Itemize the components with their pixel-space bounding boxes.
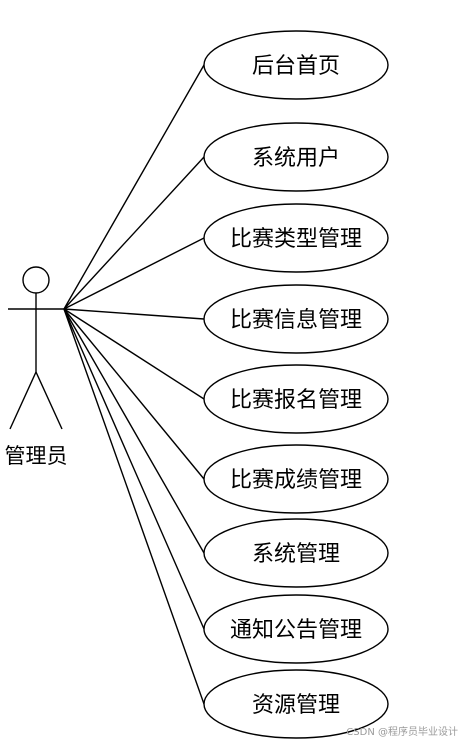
use-case: 比赛类型管理 [203, 203, 389, 273]
watermark: CSDN @程序员毕业设计 [346, 727, 458, 738]
use-case-ellipse [203, 284, 389, 354]
use-case-ellipse [203, 669, 389, 739]
actor-label: 管理员 [5, 444, 68, 468]
association-line [63, 64, 205, 310]
use-case-label: 资源管理 [252, 693, 340, 718]
use-case-label: 系统用户 [252, 146, 340, 171]
association-line [63, 308, 205, 320]
use-case-label: 比赛类型管理 [230, 227, 362, 252]
association-line [63, 308, 205, 400]
use-case-label: 比赛信息管理 [230, 308, 362, 333]
use-case: 后台首页 [203, 30, 389, 100]
use-case-label: 系统管理 [252, 542, 340, 567]
use-case: 系统用户 [203, 122, 389, 192]
use-case: 比赛报名管理 [203, 364, 389, 434]
use-case-ellipse [203, 594, 389, 664]
actor-right-leg [35, 371, 63, 430]
use-case: 比赛成绩管理 [203, 444, 389, 514]
association-line [63, 308, 205, 480]
use-case: 系统管理 [203, 518, 389, 588]
actor-admin [8, 266, 64, 430]
use-case-ellipse [203, 122, 389, 192]
use-cases: 后台首页系统用户比赛类型管理比赛信息管理比赛报名管理比赛成绩管理系统管理通知公告… [203, 30, 389, 739]
use-case-ellipse [203, 30, 389, 100]
association-line [63, 308, 205, 705]
use-case-ellipse [203, 444, 389, 514]
associations [63, 64, 205, 705]
association-line [63, 308, 205, 630]
association-line [63, 156, 205, 310]
use-case-ellipse [203, 518, 389, 588]
actor-left-leg [9, 371, 37, 430]
use-case-ellipse [203, 364, 389, 434]
use-case-label: 比赛报名管理 [230, 388, 362, 413]
association-line [63, 237, 205, 310]
use-case-label: 比赛成绩管理 [230, 468, 362, 493]
association-line [63, 308, 205, 554]
use-case-ellipse [203, 203, 389, 273]
use-case: 资源管理 [203, 669, 389, 739]
actor-head [22, 266, 50, 294]
use-case: 比赛信息管理 [203, 284, 389, 354]
use-case-label: 后台首页 [252, 54, 340, 79]
use-case: 通知公告管理 [203, 594, 389, 664]
use-case-label: 通知公告管理 [230, 618, 362, 643]
